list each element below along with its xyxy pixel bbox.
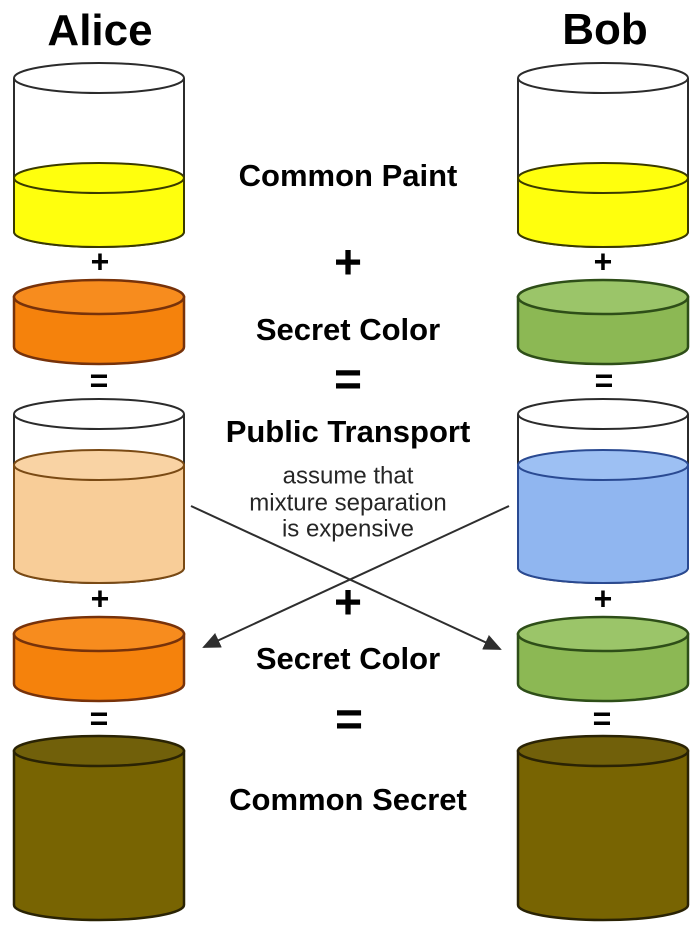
alice-secret-color-disk-2	[11, 615, 187, 703]
label-common-paint: Common Paint	[238, 158, 458, 193]
alice-plus-operator-2: +	[90, 580, 110, 617]
note-line-2: mixture separation	[249, 488, 447, 516]
alice-common-secret-cylinder	[11, 734, 187, 922]
alice-title: Alice	[47, 6, 153, 55]
note-line-3: is expensive	[281, 515, 415, 543]
bob-common-secret-cylinder	[515, 734, 691, 922]
center-plus-operator-2: +	[333, 576, 363, 630]
note-line-1: assume that	[282, 462, 414, 490]
alice-public-mixture-beaker	[11, 397, 187, 585]
center-equals-operator-2: =	[334, 693, 364, 747]
label-secret-color-2: Secret Color	[255, 641, 441, 676]
bob-public-mixture-beaker	[515, 397, 691, 585]
label-public-transport: Public Transport	[225, 414, 471, 449]
alice-secret-color-disk-1	[11, 278, 187, 366]
alice-common-paint-beaker	[11, 61, 187, 249]
alice-equals-operator-2: =	[89, 700, 109, 737]
center-plus-operator-1: +	[333, 236, 363, 290]
note-mixture-separation: assume that mixture separation is expens…	[249, 463, 446, 543]
alice-plus-operator-1: +	[90, 243, 110, 280]
alice-equals-operator-1: =	[89, 362, 109, 399]
label-secret-color-1: Secret Color	[255, 312, 441, 347]
bob-plus-operator-2: +	[593, 580, 613, 617]
center-equals-operator-1: =	[333, 353, 363, 407]
bob-secret-color-disk-2	[515, 615, 691, 703]
bob-common-paint-beaker	[515, 61, 691, 249]
bob-equals-operator-2: =	[592, 700, 612, 737]
bob-secret-color-disk-1	[515, 278, 691, 366]
label-common-secret: Common Secret	[229, 782, 467, 817]
bob-title: Bob	[562, 5, 648, 54]
bob-plus-operator-1: +	[593, 243, 613, 280]
bob-equals-operator-1: =	[594, 362, 614, 399]
